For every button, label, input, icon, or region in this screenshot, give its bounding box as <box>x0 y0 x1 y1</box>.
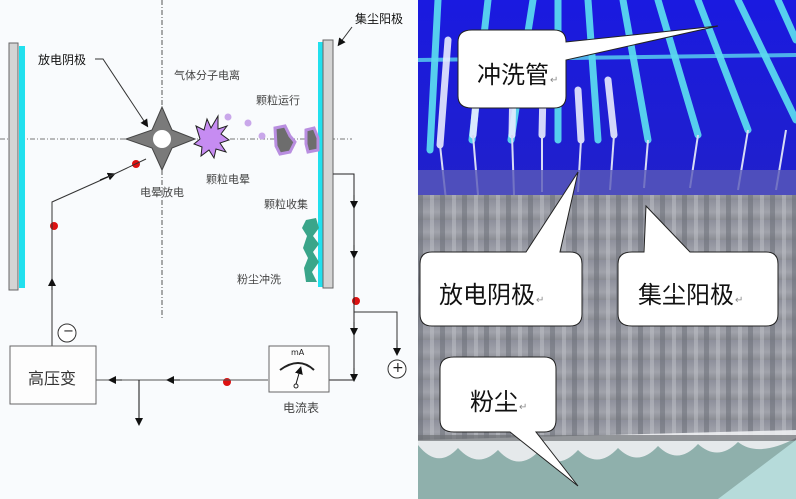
callout-discharge-cathode: 放电阴极↵ <box>439 281 545 309</box>
particle-cluster <box>304 126 320 154</box>
label-particle-charging: 颗粒电晕 <box>206 173 250 186</box>
current-dot <box>50 222 58 230</box>
label-transformer: 高压变 <box>28 369 77 388</box>
collecting-anode-plate <box>322 39 334 289</box>
esp-schematic-diagram: 放电阴极 集尘阳极 气体分子电离 颗粒运行 电晕放电 颗粒电晕 颗粒收集 粉尘冲… <box>0 0 407 426</box>
callout-dust: 粉尘↵ <box>470 388 528 416</box>
callout-collecting-anode: 集尘阳极↵ <box>638 281 744 309</box>
callout-flush-pipe-shape <box>457 25 719 109</box>
negative-terminal-sign: − <box>63 324 74 339</box>
callout-flush-pipe: 冲洗管↵ <box>477 61 559 89</box>
negative-terminal-circle <box>57 323 77 343</box>
left-plate <box>8 42 19 291</box>
callout-discharge-cathode-shape <box>419 171 583 327</box>
label-corona-discharge: 电晕放电 <box>140 186 184 199</box>
ammeter-dial-arc <box>279 362 315 371</box>
left-plate-cyan-layer <box>19 46 25 288</box>
ammeter-needle <box>295 366 303 385</box>
particle <box>258 132 266 140</box>
label-particle-motion: 颗粒运行 <box>256 94 300 107</box>
esp-photo-panel: 冲洗管↵ 放电阴极↵ 集尘阳极↵ 粉尘↵ <box>418 0 796 499</box>
label-gas-ionization: 气体分子电离 <box>174 69 240 82</box>
anode-leader-line <box>337 26 353 47</box>
positive-wire <box>329 173 355 381</box>
cathode-leader-line <box>95 58 149 128</box>
label-particle-collection: 颗粒收集 <box>264 198 308 211</box>
negative-wire <box>51 176 109 346</box>
photo-illustration <box>418 0 796 499</box>
positive-terminal-circle <box>387 359 407 379</box>
current-dot <box>352 297 360 305</box>
schematic-drawing <box>0 0 407 426</box>
transformer-box <box>9 345 97 405</box>
label-dust-flushing: 粉尘冲洗 <box>237 273 281 286</box>
callout-shapes <box>419 25 779 487</box>
label-ammeter: 电流表 <box>283 401 320 415</box>
ammeter-unit: mA <box>291 348 305 357</box>
particle <box>224 113 232 121</box>
callout-dust-shape <box>439 356 579 487</box>
ground-branch-wire <box>354 311 398 350</box>
particle <box>244 119 252 127</box>
positive-terminal-sign: + <box>392 360 404 376</box>
collected-dust-shape <box>302 218 319 282</box>
corona-burst-shape <box>193 114 231 160</box>
cathode-hole <box>153 130 171 148</box>
label-collecting-anode: 集尘阳极 <box>355 12 404 26</box>
particle-cluster <box>273 124 297 156</box>
right-plate-cyan-layer <box>318 42 323 287</box>
callout-collecting-anode-shape <box>617 204 779 327</box>
current-dot <box>223 378 231 386</box>
label-discharge-cathode: 放电阴极 <box>38 53 87 67</box>
